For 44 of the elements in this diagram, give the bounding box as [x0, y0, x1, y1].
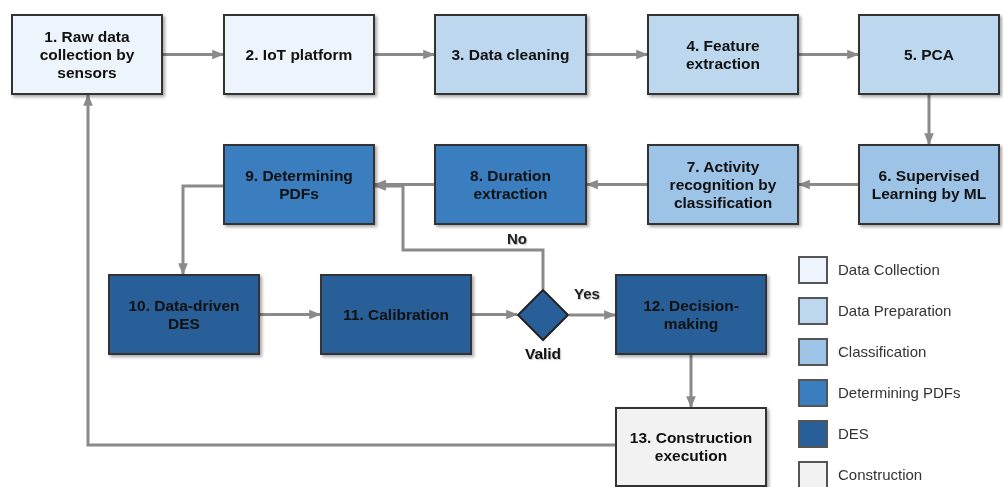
arrow: [178, 184, 223, 276]
box-label: 2. IoT platform: [245, 45, 353, 64]
box-label: 7. Activity recognition by classification: [668, 157, 778, 212]
legend-label: Data Collection: [838, 261, 940, 278]
process-box: [858, 144, 1000, 225]
box-label: 5. PCA: [904, 45, 954, 64]
process-box: [11, 14, 163, 95]
arrow: [260, 309, 322, 320]
arrow: [163, 49, 225, 60]
decision-label: Valid: [524, 345, 562, 363]
arrow: [587, 49, 649, 60]
box-label: 4. Feature extraction: [684, 36, 762, 73]
process-box: [615, 274, 767, 355]
arrow: [83, 93, 615, 447]
box-label: 8. Duration extraction: [469, 166, 552, 203]
process-box: [434, 144, 587, 225]
process-box: [223, 144, 375, 225]
process-box: [615, 407, 767, 487]
arrow: [569, 310, 617, 320]
box-label: 13. Construction execution: [628, 429, 754, 465]
legend-label: DES: [838, 425, 869, 442]
process-box: [647, 14, 799, 95]
arrow: [686, 355, 696, 409]
legend-label: Construction: [838, 466, 923, 483]
box-label: 6. Supervised Learning by ML: [870, 166, 988, 203]
box-label: 3. Data cleaning: [451, 45, 570, 64]
process-box: [647, 144, 799, 225]
process-box: [223, 14, 375, 95]
process-box: [858, 14, 1000, 95]
arrow: [375, 49, 436, 60]
legend-label: Determining PDFs: [838, 384, 961, 401]
box-label: 11. Calibration: [343, 305, 449, 324]
box-label: 1. Raw data collection by sensors: [38, 27, 136, 82]
arrow: [799, 49, 860, 60]
box-label: 9. Determining PDFs: [244, 166, 354, 203]
arrow: [472, 309, 519, 320]
box-label: 12. Decision-making: [642, 296, 740, 333]
arrow: [924, 95, 934, 146]
process-box: [320, 274, 472, 355]
legend-label: Data Preparation: [838, 302, 952, 319]
box-label: 10. Data-driven DES: [127, 296, 241, 333]
process-box: [434, 14, 587, 95]
process-box: [108, 274, 260, 355]
legend-label: Classification: [838, 343, 927, 360]
